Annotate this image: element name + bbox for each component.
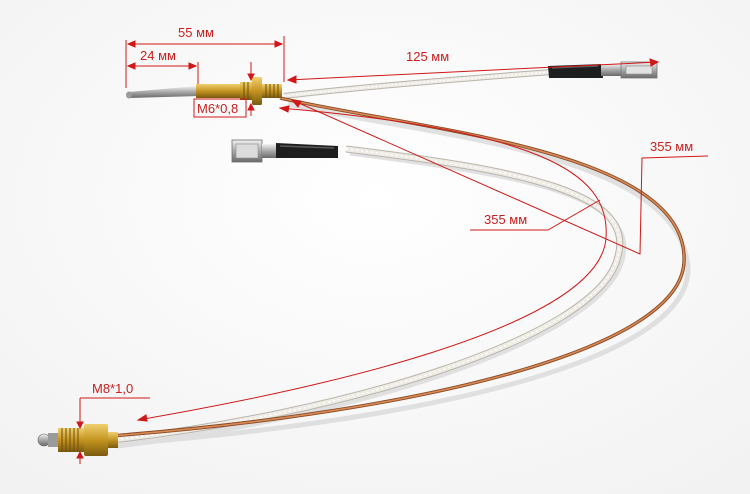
hex-nut-upper [252,77,262,105]
label-24mm: 24 мм [140,48,176,63]
label-355mm-left: 355 мм [484,212,527,227]
hex-nut-lower [84,424,108,456]
dimension-labels: 55 мм 24 мм 125 мм M6*0,8 355 мм 355 мм … [92,25,693,396]
thermocouple-probe-tip [126,77,282,105]
gas-valve-fitting [37,424,118,456]
cable-shadows [117,101,691,449]
spade-connector-upper [601,61,658,79]
label-m6-thread: M6*0,8 [197,101,238,116]
white-cable-loop [111,145,624,444]
label-125mm: 125 мм [406,49,449,64]
label-m8-thread: M8*1,0 [92,381,133,396]
label-55mm: 55 мм [178,25,214,40]
label-355mm-right: 355 мм [650,139,693,154]
dimension-lines [76,36,709,464]
black-sleeve-middle [276,143,338,158]
spade-connector-middle [231,139,276,163]
black-sleeve-upper [548,64,603,78]
white-cable-upper [283,69,553,99]
